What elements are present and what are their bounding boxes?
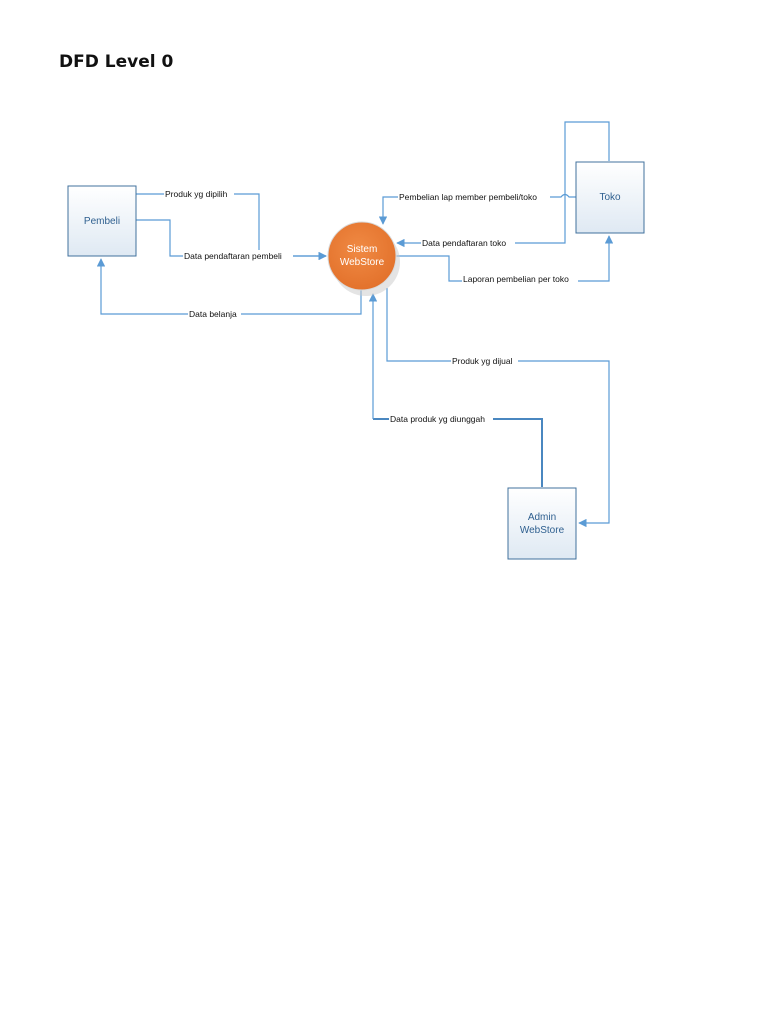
process-label-line2: WebStore <box>340 257 385 268</box>
entity-toko[interactable]: Toko <box>575 161 645 234</box>
label-laporan-pembelian: Laporan pembelian per toko <box>463 274 569 284</box>
flow-produk-dipilih[interactable] <box>136 193 327 261</box>
entity-pembeli-label: Pembeli <box>84 216 120 227</box>
label-data-pendaftaran-toko: Data pendaftaran toko <box>422 238 506 248</box>
process-label-line1: Sistem <box>347 244 378 255</box>
process-sistem-webstore[interactable]: Sistem WebStore <box>327 221 400 296</box>
flow-laporan-pembelian[interactable] <box>395 235 614 282</box>
entity-admin-webstore[interactable]: Admin WebStore <box>507 487 577 560</box>
label-produk-dipilih: Produk yg dipilih <box>165 189 228 199</box>
label-data-pendaftaran-pembeli: Data pendaftaran pembeli <box>184 251 282 261</box>
label-produk-dijual: Produk yg dijual <box>452 356 513 366</box>
entity-admin-label-line2: WebStore <box>520 525 565 536</box>
flow-data-produk-diunggah-line[interactable] <box>373 418 543 487</box>
entity-admin-label-line1: Admin <box>528 512 556 523</box>
page-title: DFD Level 0 <box>59 52 174 72</box>
flow-data-belanja[interactable] <box>96 258 362 315</box>
label-data-produk-diunggah: Data produk yg diunggah <box>390 414 485 424</box>
label-data-belanja: Data belanja <box>189 309 237 319</box>
entity-toko-label: Toko <box>599 192 621 203</box>
label-pembelian-lap: Pembelian lap member pembeli/toko <box>399 192 537 202</box>
flow-produk-dijual[interactable] <box>386 288 610 528</box>
entity-pembeli[interactable]: Pembeli <box>67 185 137 257</box>
